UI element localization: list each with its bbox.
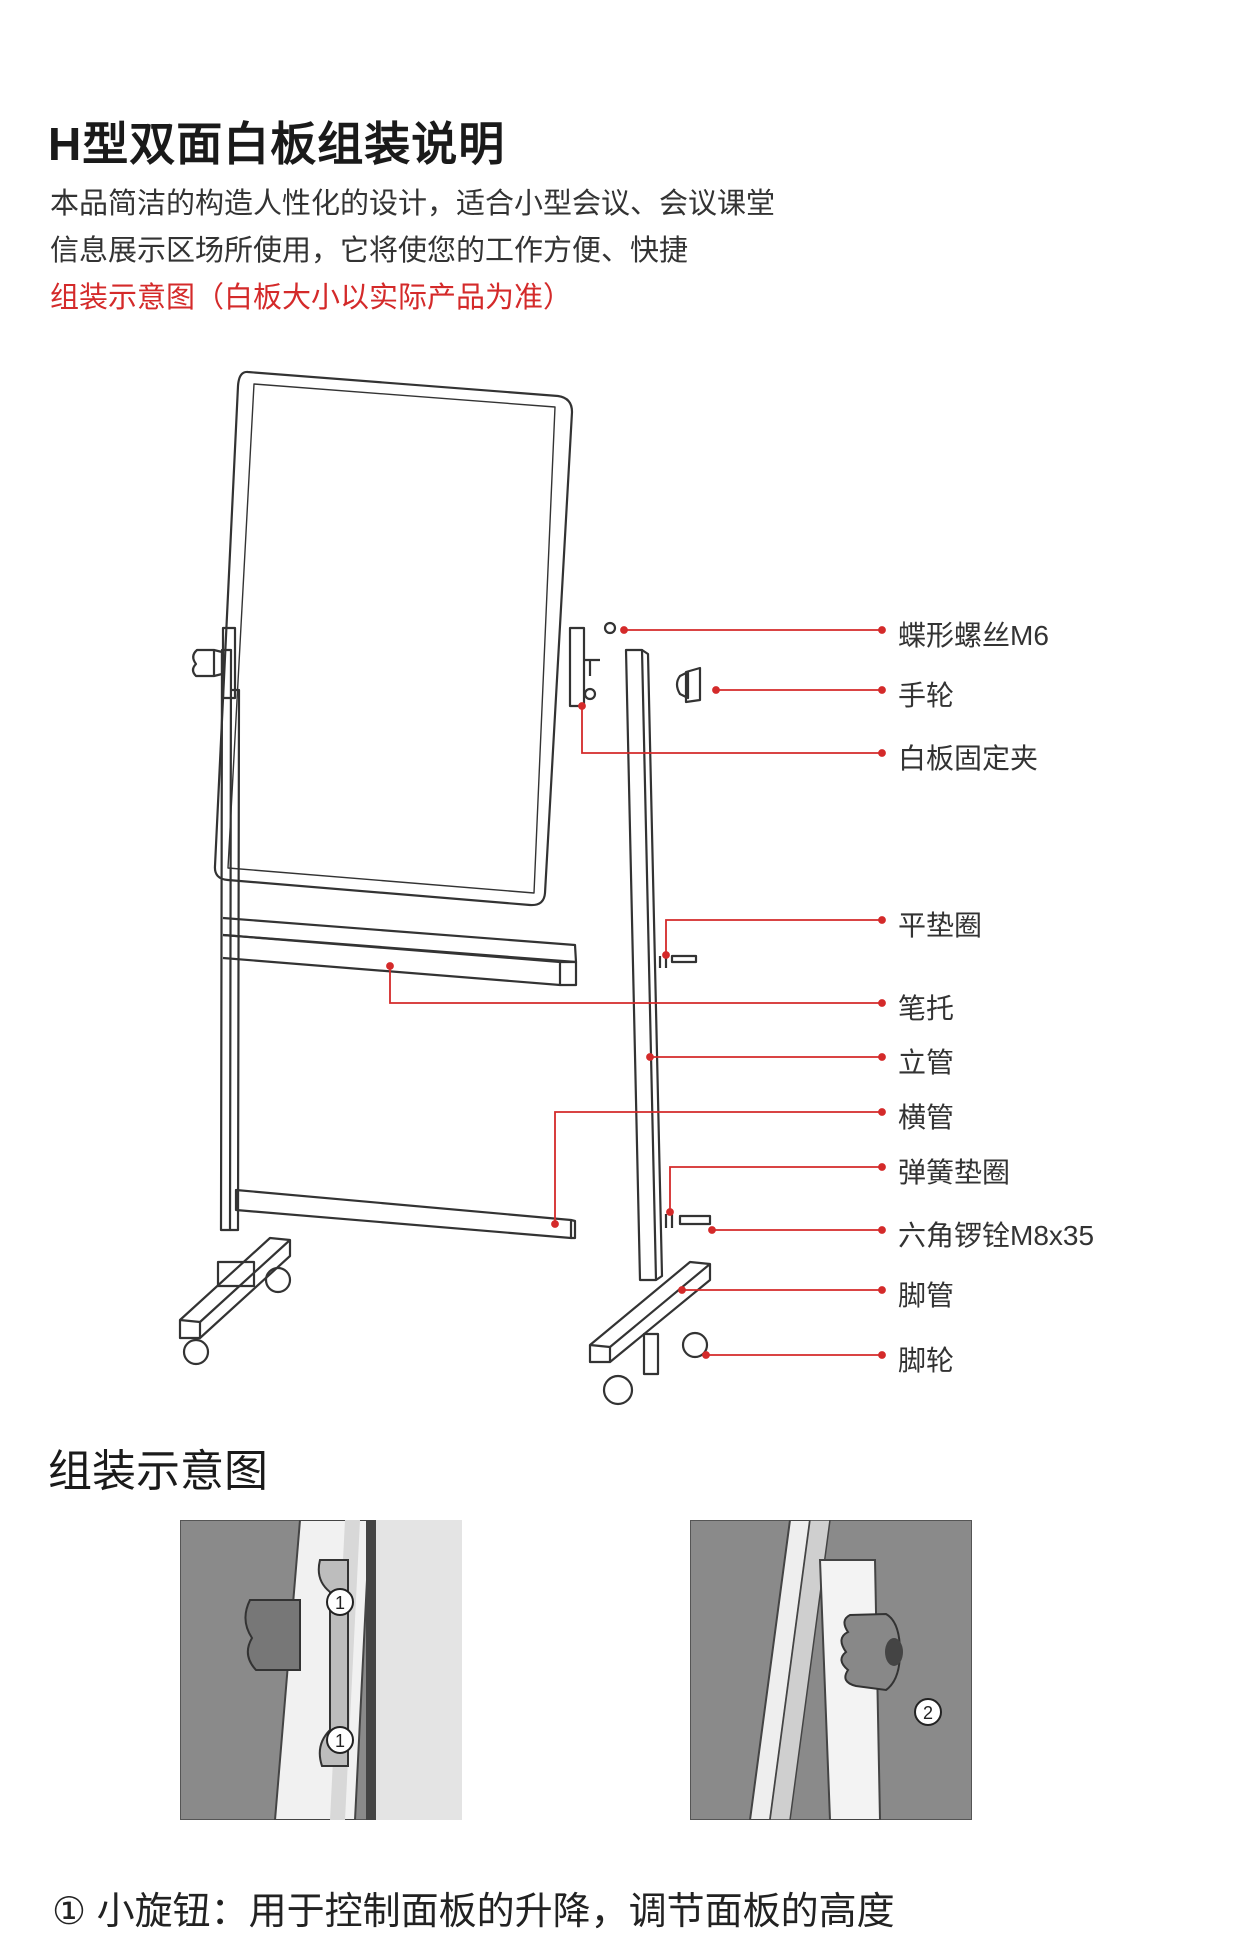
right-upright-illustration [624,648,664,1282]
marker-1-bottom: 1 [335,1731,345,1751]
part-label-crossbar: 横管 [898,1102,955,1133]
page-title: H型双面白板组装说明 [48,118,506,170]
part-label-wing-screw: 蝶形螺丝M6 [898,620,1049,651]
right-foot-illustration [588,1260,712,1406]
marker-1-top: 1 [335,1593,345,1613]
part-label-flat-washer: 平垫圈 [898,910,983,941]
left-upright-illustration [191,626,241,1232]
left-rails-illustration [222,916,578,1240]
part-label-foot-tube: 脚管 [898,1280,955,1311]
assembly-diagram [178,370,886,1406]
diagram-note: 组装示意图（白板大小以实际产品为准） [50,282,573,314]
description-line-2: 信息展示区场所使用，它将使您的工作方便、快捷 [50,235,689,267]
part-label-board-clip: 白板固定夹 [898,743,1039,774]
knob-photo-1: 1 1 [180,1520,462,1820]
part-label-pen-tray: 笔托 [898,993,955,1024]
part-label-caster: 脚轮 [898,1345,955,1376]
part-label-spring-washer: 弹簧垫圈 [898,1157,1011,1188]
left-foot-illustration [178,1236,292,1366]
whiteboard-illustration [213,370,574,907]
description-line-1: 本品简洁的构造人性化的设计，适合小型会议、会议课堂 [50,188,776,220]
hardware-illustration [568,621,712,1228]
part-label-hex-bolt: 六角锣铨M8x35 [898,1220,1095,1251]
marker-2: 2 [923,1703,933,1723]
part-label-upright: 立管 [898,1047,955,1078]
part-label-hand-knob: 手轮 [898,680,955,711]
knob-photo-2: 2 [690,1520,972,1820]
section-title: 组装示意图 [48,1447,268,1496]
knob-caption: ① 小旋钮：用于控制面板的升降，调节面板的高度 [52,1891,895,1933]
